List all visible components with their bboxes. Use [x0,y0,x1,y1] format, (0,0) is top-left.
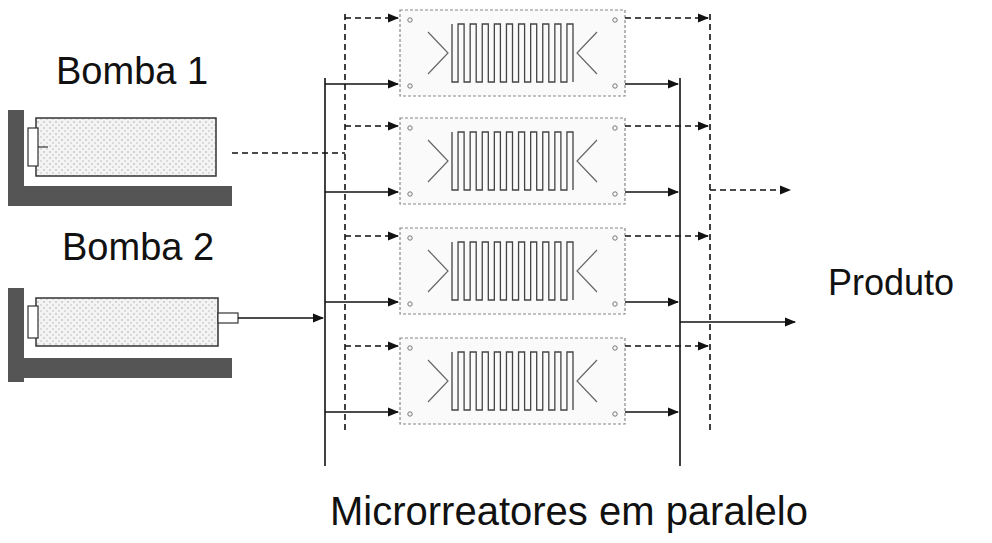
flow-line-dashed [344,14,346,432]
flow-line-dashed [709,14,711,432]
pump-label: Bomba 1 [56,50,212,94]
flow-line-dashed [625,235,708,237]
flow-line-dashed [345,235,398,237]
syringe-pump [8,110,232,206]
flow-line [625,191,678,193]
pump-label: Bomba 2 [62,226,218,270]
flow-line [238,317,323,319]
flow-line [325,191,398,193]
microreactor [400,338,625,424]
flow-line-dashed [710,189,790,191]
flow-line-dashed [232,152,345,154]
flow-line [325,83,398,85]
flow-line [625,301,678,303]
flow-line [324,78,326,466]
syringe-pump: Bomba 1 [56,50,212,96]
syringe-pump: Bomba 2 [62,226,218,272]
flow-line [625,83,678,85]
flow-line-dashed [625,345,708,347]
flow-line-dashed [345,17,398,19]
microreactor [400,10,625,96]
flow-line-dashed [345,345,398,347]
flow-line [680,321,795,323]
output-label: Produto [828,262,954,303]
microreactor [400,228,625,314]
flow-line-dashed [625,17,708,19]
flow-line [325,411,398,413]
syringe-pump [8,288,238,382]
flow-line-dashed [345,125,398,127]
caption-label: Microrreatores em paralelo [330,488,808,534]
microreactor [400,118,625,204]
flow-line [325,301,398,303]
flow-line [625,411,678,413]
flow-line [679,78,681,466]
flow-line-dashed [625,125,708,127]
